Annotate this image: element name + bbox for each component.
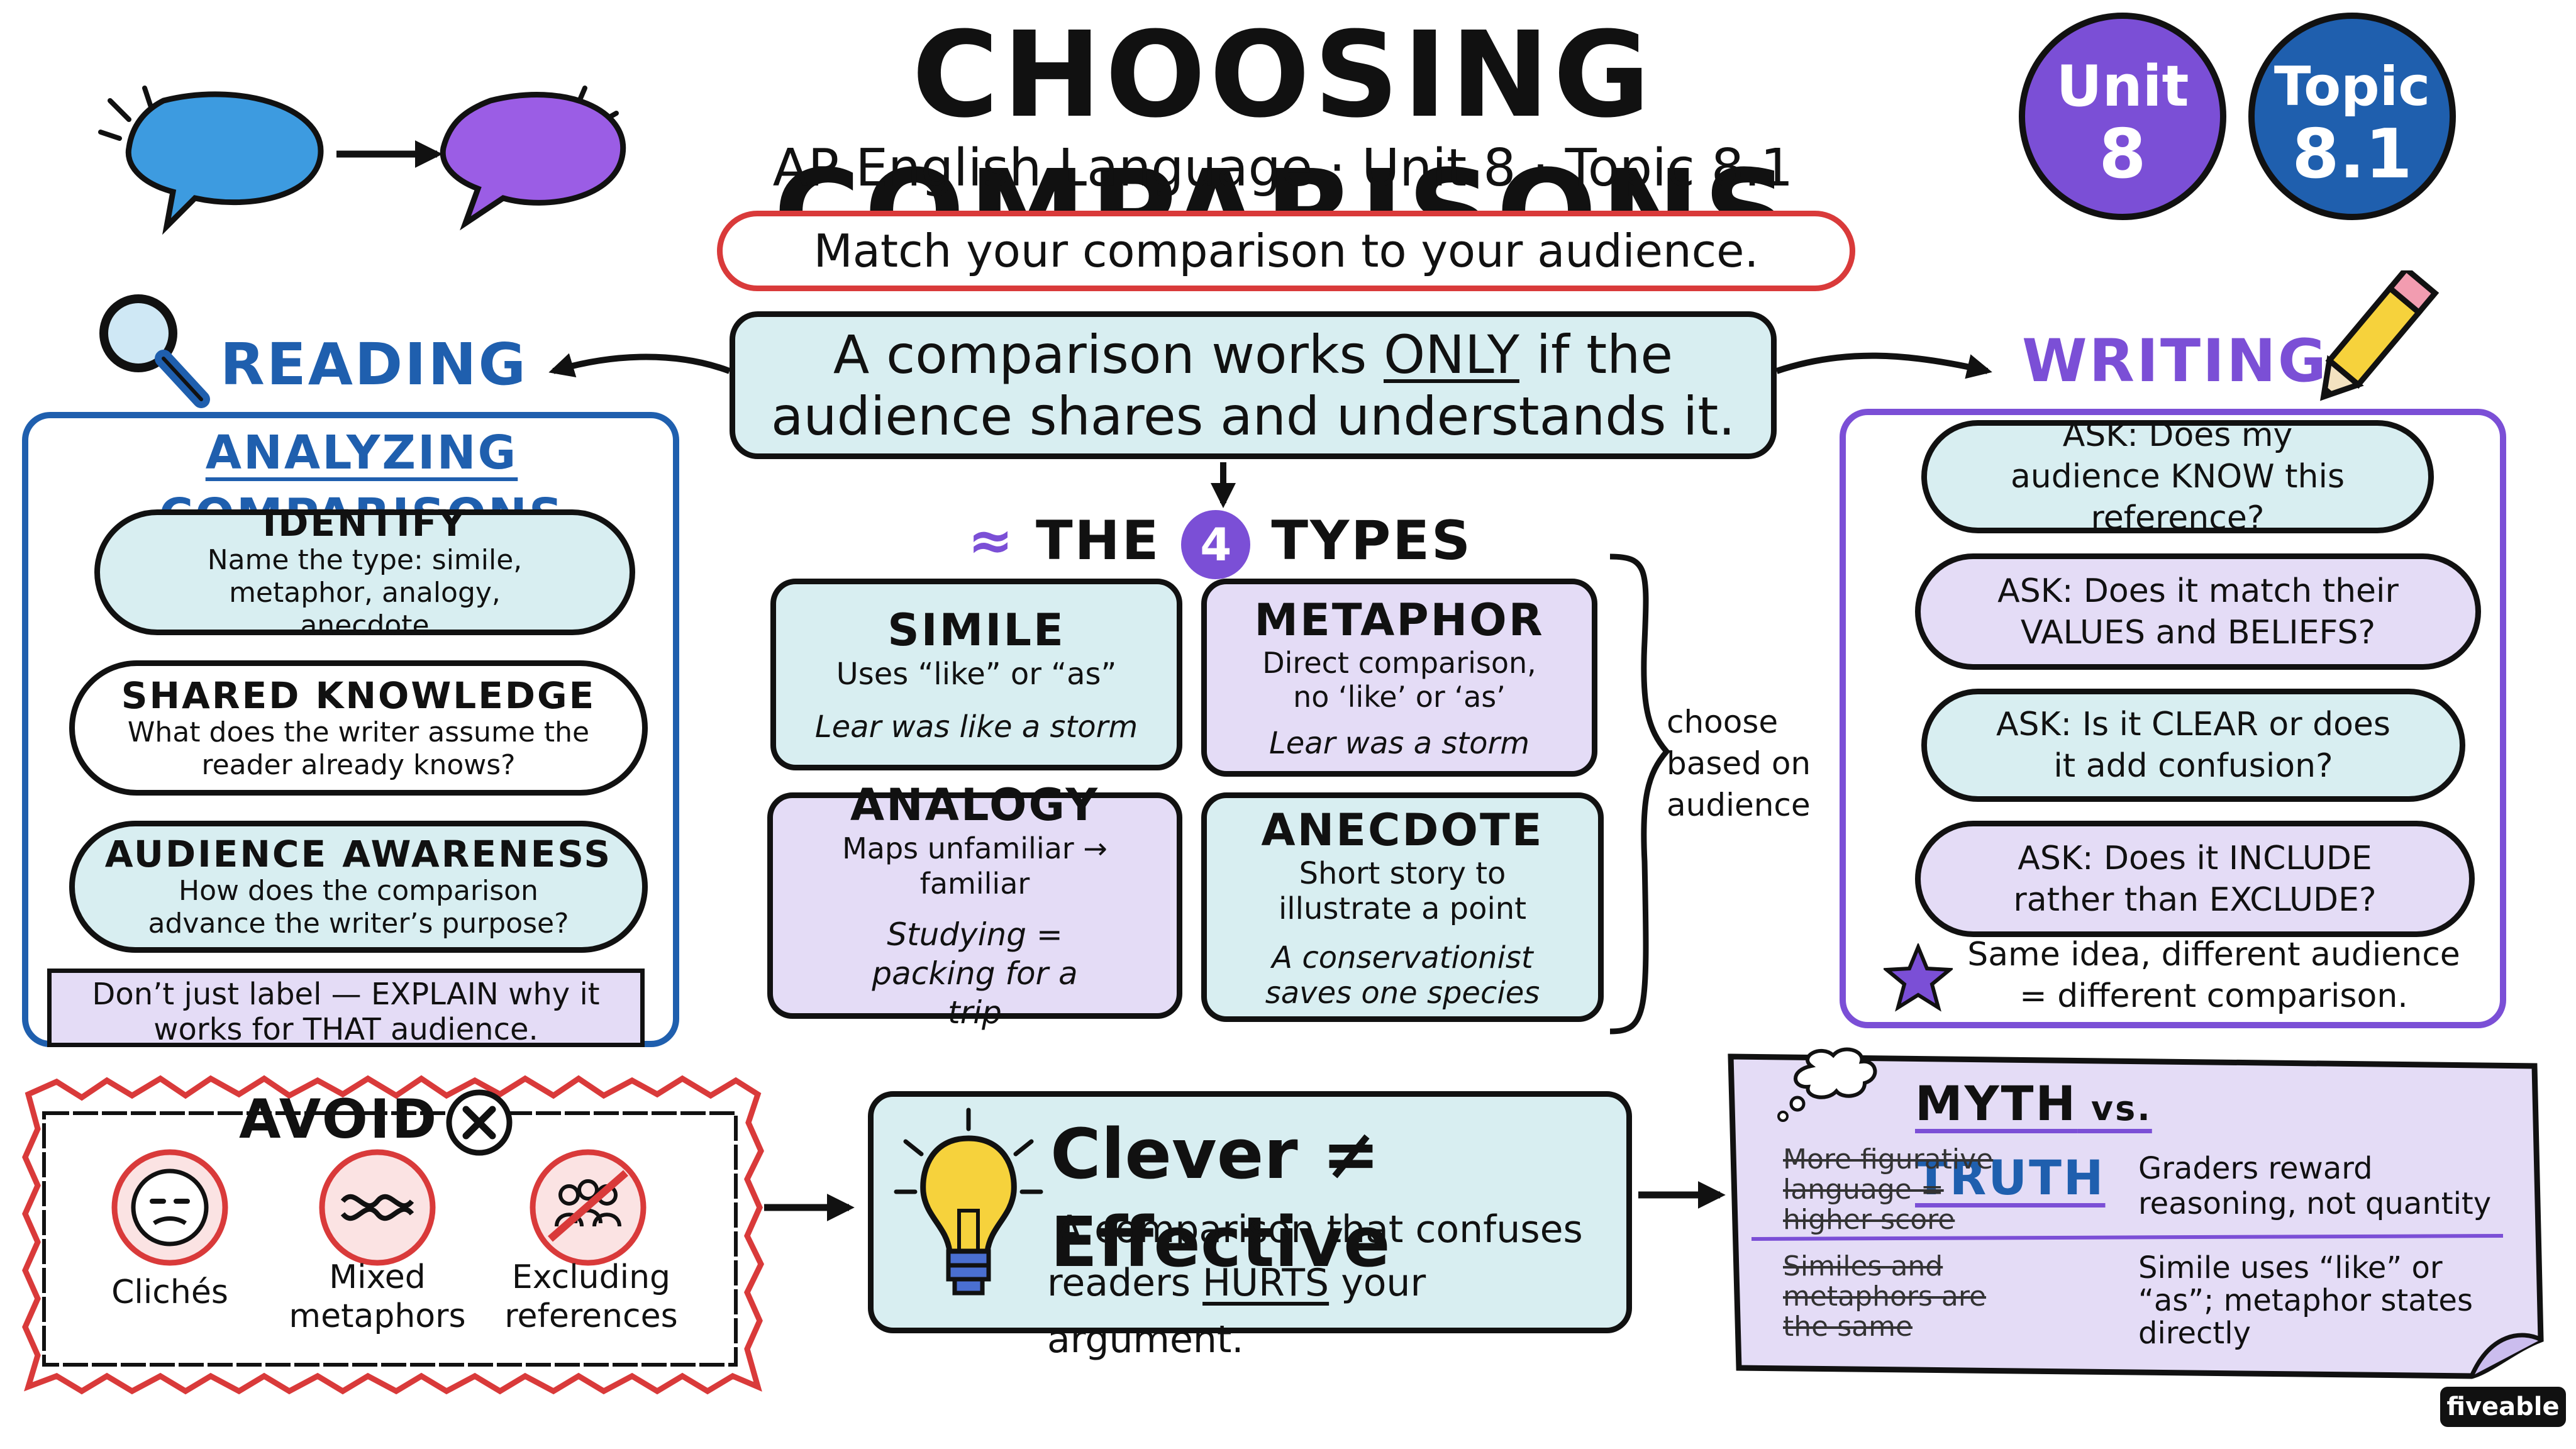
avoid-excluding-label: Excluding references — [504, 1258, 678, 1335]
writing-question-3: ASK: Is it CLEAR or does it add confusio… — [1921, 689, 2465, 802]
step-shared-knowledge: SHARED KNOWLEDGE What does the writer as… — [69, 660, 648, 796]
myth-paper — [1728, 1047, 2544, 1379]
step-audience-title: AUDIENCE AWARENESS — [104, 833, 613, 875]
brand-logo: fiveable — [2440, 1387, 2566, 1427]
step-shared-title: SHARED KNOWLEDGE — [121, 674, 596, 717]
type-metaphor-example: Lear was a storm — [1269, 725, 1530, 761]
myth-title: MYTH vs. TRUTH — [1915, 1069, 2355, 1206]
myth-title-vs: vs. — [2077, 1089, 2152, 1128]
step-identify-title: IDENTIFY — [262, 502, 467, 545]
excluded-group-icon — [530, 1149, 647, 1266]
type-anecdote-desc: Short story to illustrate a point — [1278, 855, 1527, 926]
type-card-analogy: ANALOGY Maps unfamiliar → familiar Study… — [767, 779, 1182, 1031]
type-simile-example: Lear was like a storm — [814, 709, 1138, 745]
myth-row-1-myth: More figurative language = higher score — [1783, 1143, 1994, 1236]
type-card-anecdote: ANECDOTE Short story to illustrate a poi… — [1201, 792, 1604, 1022]
avoid-cliches-label: Clichés — [111, 1274, 228, 1311]
types-heading-pre: THE — [1036, 509, 1161, 572]
topic-badge-number: 8.1 — [2292, 115, 2412, 194]
step-identify-text: Name the type: simile, metaphor, analogy… — [207, 544, 523, 641]
type-metaphor-desc: Direct comparison, no ‘like’ or ‘as’ — [1262, 645, 1536, 714]
types-heading-post: TYPES — [1271, 509, 1472, 572]
central-statement: A comparison works ONLY if the audience … — [730, 311, 1777, 459]
reading-panel-title: ANALYZING COMPARISONS — [159, 426, 563, 543]
tangle-icon — [319, 1149, 436, 1266]
writing-question-1: ASK: Does my audience KNOW this referenc… — [1921, 416, 2434, 537]
type-analogy-title: ANALOGY — [850, 779, 1100, 831]
avoid-title: AVOID — [239, 1088, 439, 1151]
magnifier-icon — [99, 294, 210, 408]
speech-bubbles-icon — [98, 86, 626, 235]
step-audience-text: How does the comparison advance the writ… — [148, 875, 569, 940]
type-card-simile: SIMILE Uses “like” or “as” Lear was like… — [770, 579, 1182, 770]
arrow-to-writing — [1775, 352, 1992, 379]
myth-row-2-myth: Similes and metaphors are the same — [1783, 1250, 1987, 1343]
arrow-to-reading — [548, 353, 731, 377]
type-analogy-desc: Maps unfamiliar → familiar — [842, 831, 1108, 901]
types-number-badge: 4 — [1181, 509, 1251, 579]
writing-question-2: ASK: Does it match their VALUES and BELI… — [1915, 553, 2481, 670]
avoid-mixed-label: Mixed metaphors — [289, 1258, 466, 1335]
clever-line-2: readers HURTS your argument. — [1047, 1255, 1613, 1362]
clever-line-1: A comparison that confuses — [1057, 1208, 1583, 1252]
pencil-icon — [2320, 270, 2440, 401]
clever-line-2-pre: readers — [1047, 1261, 1203, 1305]
type-simile-title: SIMILE — [887, 604, 1065, 656]
type-card-metaphor: METAPHOR Direct comparison, no ‘like’ or… — [1201, 579, 1597, 777]
type-simile-desc: Uses “like” or “as” — [836, 656, 1117, 692]
tagline-text: Match your comparison to your audience. — [813, 225, 1759, 277]
writing-question-4: ASK: Does it INCLUDE rather than EXCLUDE… — [1915, 821, 2475, 937]
type-analogy-example: Studying = packing for a trip — [872, 916, 1078, 1031]
reading-banner: Don’t just label — EXPLAIN why it works … — [47, 969, 645, 1047]
star-icon — [1884, 943, 1953, 1012]
topic-badge: Topic 8.1 — [2248, 13, 2456, 220]
central-statement-post: if the audience shares and understands i… — [770, 323, 1736, 447]
myth-title-myth: MYTH — [1915, 1075, 2078, 1131]
page-title: CHOOSING COMPARISONS — [774, 6, 1789, 282]
clever-title: Clever ≠ Effective — [1050, 1114, 1391, 1282]
unit-badge-label: Unit — [2056, 53, 2189, 119]
close-icon — [446, 1089, 513, 1156]
writing-note: Same idea, different audience = differen… — [1967, 936, 2460, 1015]
tagline-banner: Match your comparison to your audience. — [717, 211, 1855, 291]
type-metaphor-title: METAPHOR — [1254, 594, 1545, 646]
meh-face-icon — [111, 1149, 228, 1266]
lightbulb-icon — [894, 1108, 1043, 1296]
type-anecdote-example: A conservationist saves one species — [1265, 940, 1540, 1011]
topic-badge-label: Topic — [2273, 55, 2431, 118]
subtitle: AP English Language · Unit 8 · Topic 8.1 — [772, 138, 1794, 198]
central-statement-emphasis: ONLY — [1384, 323, 1519, 386]
types-brace — [1609, 553, 1670, 1035]
unit-badge: Unit 8 — [2019, 13, 2226, 220]
step-shared-text: What does the writer assume the reader a… — [127, 716, 590, 781]
writing-label: WRITING — [2022, 327, 2328, 396]
types-heading-left-mark: ≈ — [968, 509, 1036, 572]
reading-label: READING — [220, 331, 528, 398]
clever-line-2-em: HURTS — [1202, 1261, 1330, 1305]
reading-banner-text: Don’t just label — EXPLAIN why it works … — [92, 977, 600, 1047]
unit-badge-number: 8 — [2099, 115, 2146, 194]
types-heading: ≈ THE 4 TYPES ≈ — [950, 500, 1491, 654]
step-audience-awareness: AUDIENCE AWARENESS How does the comparis… — [69, 821, 648, 953]
central-statement-pre: A comparison works — [833, 323, 1384, 386]
myth-row-1-truth: Graders reward reasoning, not quantity — [2138, 1151, 2492, 1221]
clever-line-2-post: your argument. — [1047, 1261, 1426, 1362]
types-side-note: choose based on audience — [1667, 704, 1811, 823]
myth-row-2-truth: Simile uses “like” or “as”; metaphor sta… — [2138, 1250, 2473, 1351]
type-anecdote-title: ANECDOTE — [1261, 804, 1544, 856]
myth-title-truth: TRUTH — [1915, 1150, 2106, 1206]
step-identify: IDENTIFY Name the type: simile, metaphor… — [94, 502, 635, 641]
